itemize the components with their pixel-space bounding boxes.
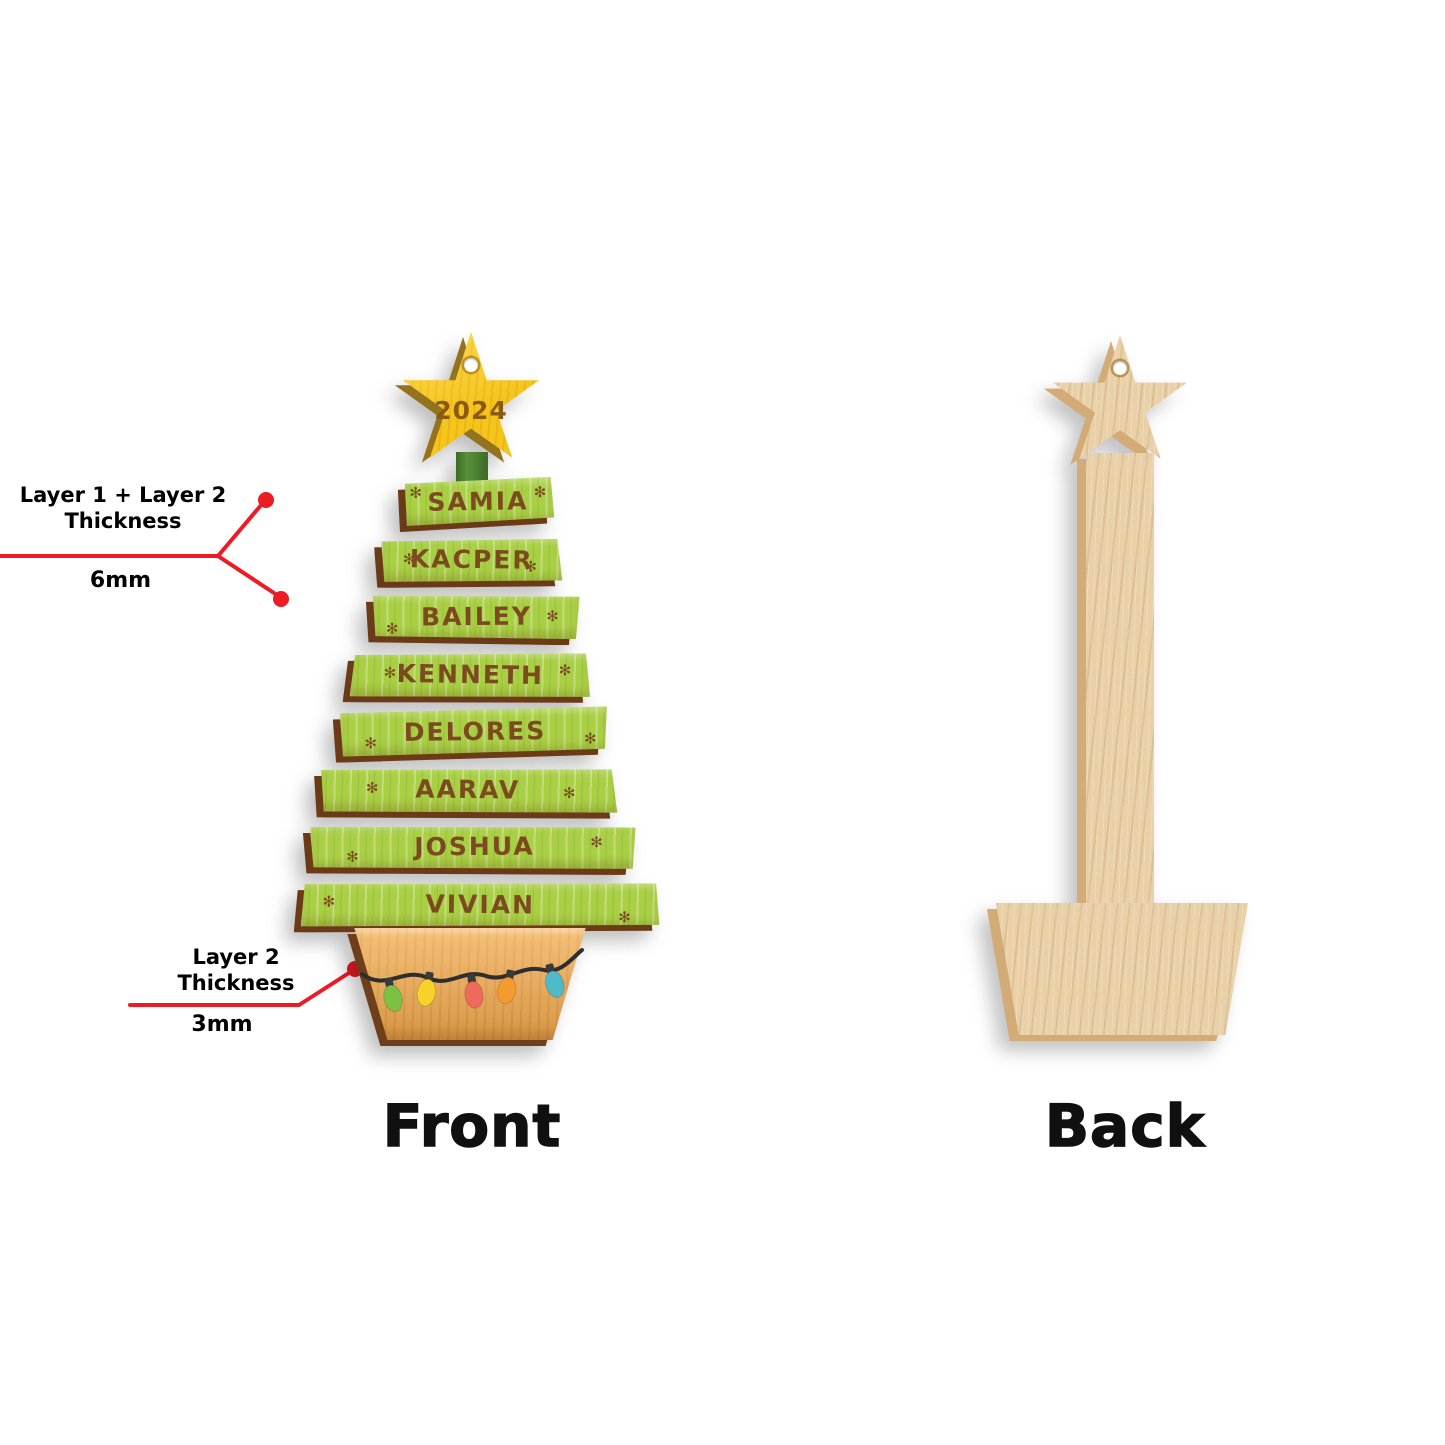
family-member-name: BAILEY	[420, 601, 532, 632]
annotation-label-line2: Thickness	[177, 971, 295, 996]
layer2-thickness-value: 3mm	[191, 1012, 253, 1037]
snowflake-mark: ✻	[545, 607, 559, 626]
slat-face: JOSHUA ✻ ✻	[309, 822, 638, 871]
snowflake-mark: ✻	[563, 783, 576, 802]
family-member-name: DELORES	[403, 716, 547, 747]
tree-name-slat: BAILEY ✻ ✻	[370, 592, 581, 641]
back-ornament	[980, 333, 1280, 1043]
front-ornament: 2024 SAMIA✻✻KACPER✻✻BAILEY✻✻KENNETH✻✻DEL…	[280, 330, 680, 1050]
family-member-name: VIVIAN	[425, 889, 535, 919]
snowflake-mark: ✻	[558, 660, 572, 679]
light-bulb	[496, 969, 517, 1005]
back-hanging-hole	[1113, 361, 1127, 375]
slat-face: KACPER✻ ✻	[381, 534, 563, 583]
slat-face: AARAV ✻ ✻	[318, 764, 618, 814]
snowflake-mark: ✻	[617, 907, 631, 926]
combined-thickness-upper-dot	[258, 492, 274, 508]
snowflake-mark: ✻	[589, 833, 603, 852]
snowflake-mark: ✻	[383, 663, 397, 682]
annotation-label-line2: Thickness	[64, 509, 182, 534]
tree-name-slat: KENNETH✻✻	[349, 649, 590, 699]
back-trunk	[1086, 453, 1154, 908]
combined-thickness-value: 6mm	[89, 568, 152, 593]
light-bulb	[464, 973, 484, 1009]
snowflake-mark: ✻	[402, 550, 416, 569]
light-bulb	[416, 971, 437, 1007]
snowflake-mark: ✻	[364, 734, 378, 753]
family-member-name: KENNETH	[396, 658, 544, 690]
tree-name-slat: DELORES ✻ ✻	[340, 706, 611, 756]
snowflake-mark: ✻	[533, 483, 547, 502]
snowflake-mark: ✻	[524, 557, 538, 576]
layer2-thickness-annotation: Layer 2 Thickness	[152, 944, 320, 997]
back-base	[996, 903, 1248, 1035]
tree-name-slat: JOSHUA ✻ ✻	[309, 822, 638, 871]
front-caption: Front	[382, 1091, 562, 1161]
slat-face: VIVIAN ✻ ✻	[301, 879, 660, 929]
back-caption: Back	[1044, 1091, 1206, 1161]
tree-base-pot	[347, 928, 588, 1046]
light-bulb	[544, 963, 565, 998]
light-bulb	[383, 977, 403, 1013]
slat-face: SAMIA✻ ✻	[402, 477, 555, 526]
snowflake-mark: ✻	[385, 619, 399, 638]
slat-face: DELORES ✻ ✻	[340, 706, 611, 756]
snowflake-mark: ✻	[366, 777, 379, 797]
family-member-name: AARAV	[415, 773, 521, 805]
string-lights	[360, 948, 584, 1013]
family-member-name: JOSHUA	[413, 831, 535, 862]
annotation-label-line1: Layer 1 + Layer 2	[19, 483, 227, 507]
snowflake-mark: ✻	[409, 483, 423, 502]
snowflake-mark: ✻	[345, 848, 359, 867]
hanging-hole	[464, 358, 478, 372]
tree-name-slat: AARAV ✻ ✻	[318, 764, 618, 814]
tree-star: 2024	[394, 332, 542, 470]
combined-thickness-annotation: Layer 1 + Layer 2 Thickness	[8, 482, 238, 535]
slat-face: KENNETH✻✻	[349, 649, 590, 699]
annotation-label-line1: Layer 2	[192, 945, 280, 969]
family-member-name: KACPER	[409, 543, 535, 575]
snowflake-mark: ✻	[583, 729, 597, 749]
snowflake-mark: ✻	[322, 891, 335, 910]
slat-face: BAILEY ✻ ✻	[370, 592, 581, 641]
tree-name-slat: SAMIA✻ ✻	[402, 477, 555, 526]
tree-name-slat: KACPER✻ ✻	[381, 534, 563, 583]
tree-name-slat: VIVIAN ✻ ✻	[301, 879, 660, 929]
family-member-name: SAMIA	[427, 486, 529, 517]
year-engraving: 2024	[434, 396, 508, 425]
